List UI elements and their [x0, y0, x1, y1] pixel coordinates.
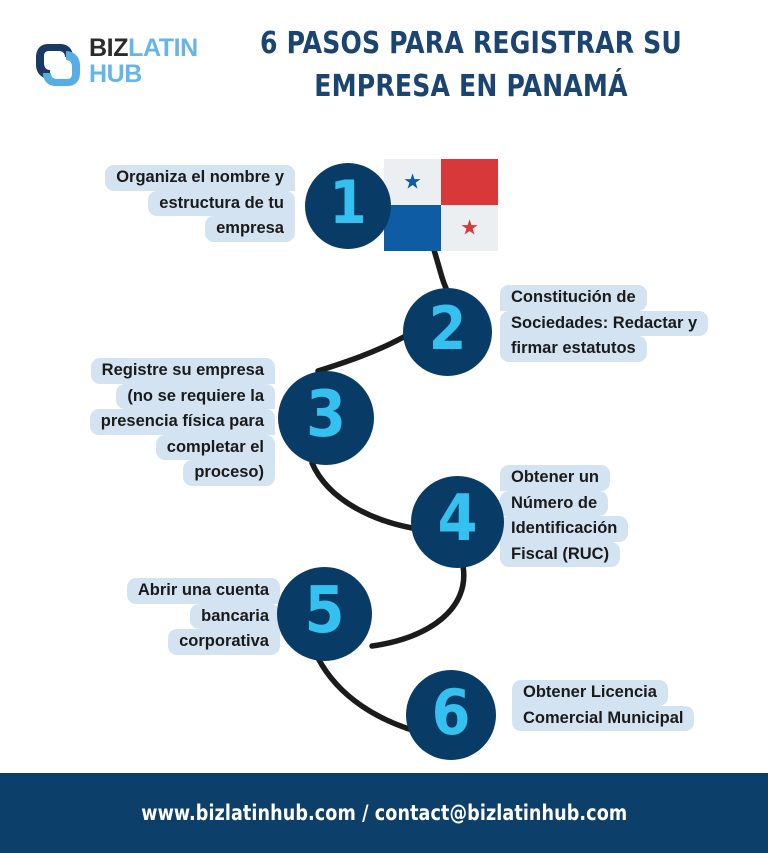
logo-text-latin: LATIN [128, 34, 198, 62]
step-label-line: Registre su empresa [90, 358, 275, 384]
step-number-6: 6 [431, 675, 471, 749]
step-label-line: estructura de tu [148, 190, 295, 216]
step-number-2: 2 [428, 294, 467, 364]
step-label-line: Identificación [500, 516, 629, 542]
step-label-line: bancaria [190, 603, 280, 629]
step-label-1: Organiza el nombre y estructura de tu em… [55, 165, 295, 242]
flag-red-star-icon: ★ [460, 216, 479, 240]
step-label-5: Abrir una cuenta bancaria corporativa [85, 578, 280, 655]
step-label-line: Abrir una cuenta [126, 578, 280, 604]
header: BIZLATIN HUB 6 PASOS PARA REGISTRAR SU E… [0, 0, 768, 130]
logo-text-hub: HUB [89, 59, 142, 88]
step-label-line: Fiscal (RUC) [500, 541, 621, 567]
footer-contact-text[interactable]: www.bizlatinhub.com / contact@bizlatinhu… [141, 801, 627, 825]
step-number-4: 4 [437, 482, 478, 556]
step-label-line: firmar estatutos [500, 336, 647, 362]
step-label-line: Organiza el nombre y [105, 165, 295, 191]
step-label-line: Obtener un [500, 465, 611, 491]
step-label-line: Constitución de [500, 285, 647, 311]
step-circle-1[interactable]: 1 [305, 163, 391, 249]
step-number-5: 5 [304, 574, 345, 648]
flag-quadrant-top-left: ★ [384, 159, 441, 205]
panama-flag: ★ ★ [384, 159, 498, 251]
step-label-4: Obtener un Número de Identificación Fisc… [500, 465, 700, 567]
step-label-line: Sociedades: Redactar y [500, 310, 709, 336]
step-circle-4[interactable]: 4 [411, 476, 504, 568]
step-label-line: Obtener Licencia [512, 680, 668, 706]
flag-blue-star-icon: ★ [403, 170, 422, 194]
step-circle-3[interactable]: 3 [278, 371, 374, 465]
steps-diagram: ★ ★ 1 2 3 4 5 6 Organiza el nombre y est… [0, 130, 768, 770]
page-title: 6 PASOS PARA REGISTRAR SU EMPRESA EN PAN… [260, 26, 682, 104]
brand-logo[interactable]: BIZLATIN HUB [33, 36, 198, 94]
step-label-line: corporativa [168, 629, 280, 655]
flag-quadrant-bottom-right: ★ [441, 205, 498, 251]
flag-quadrant-bottom-left [384, 205, 441, 251]
footer-bar: www.bizlatinhub.com / contact@bizlatinhu… [0, 773, 768, 853]
step-circle-5[interactable]: 5 [277, 567, 372, 661]
step-label-line: presencia física para [89, 409, 275, 435]
logo-wordmark: BIZLATIN HUB [89, 36, 198, 86]
step-label-line: Comercial Municipal [512, 705, 695, 731]
step-label-3: Registre su empresa (no se requiere la p… [45, 358, 275, 486]
flag-quadrant-top-right [441, 159, 498, 205]
step-label-line: completar el [155, 434, 275, 460]
step-label-line: empresa [205, 216, 295, 242]
step-circle-2[interactable]: 2 [403, 288, 492, 376]
step-label-6: Obtener Licencia Comercial Municipal [512, 680, 737, 731]
step-circle-6[interactable]: 6 [406, 670, 496, 760]
step-label-line: proceso) [183, 460, 275, 486]
logo-text-biz: BIZ [89, 34, 129, 62]
step-label-line: Número de [500, 490, 609, 516]
bizlatinhub-interlock-logo-icon [36, 44, 80, 86]
step-label-line: (no se requiere la [116, 383, 275, 409]
step-connector-lines [309, 247, 467, 732]
step-label-2: Constitución de Sociedades: Redactar y f… [500, 285, 730, 362]
step-number-3: 3 [305, 378, 347, 452]
step-number-1: 1 [329, 168, 367, 238]
